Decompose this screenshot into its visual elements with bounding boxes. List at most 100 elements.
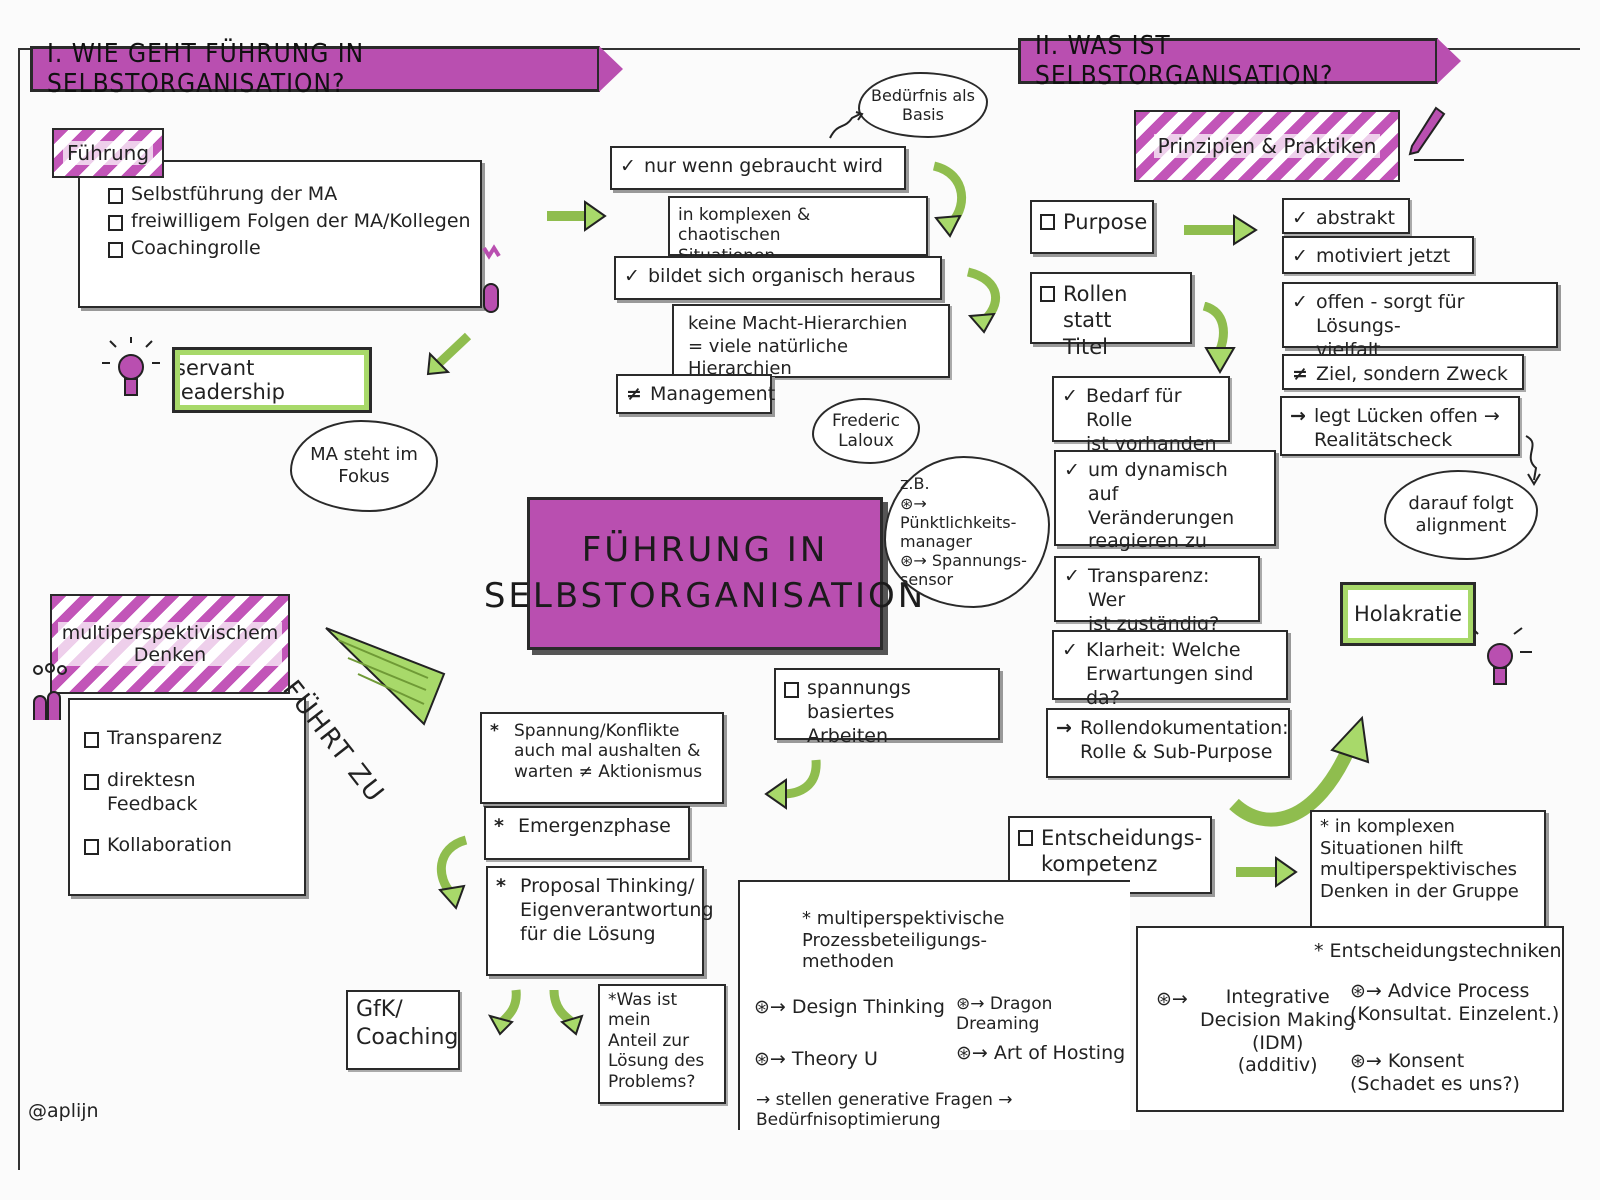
purpose-item-text: abstrakt — [1316, 207, 1395, 229]
methode-item: ⊛→ Dragon Dreaming — [956, 994, 1053, 1035]
squiggle-arrow-icon — [829, 111, 864, 139]
fuehrung-item-text: Coachingrolle — [131, 236, 261, 259]
techniken-title: * Entscheidungstechniken — [1314, 940, 1562, 962]
fuehrung-label-text: Führung — [62, 141, 154, 165]
multi-label: multiperspektivischem Denken — [50, 594, 290, 694]
purpose-item-text: legt Lücken offen → Realitätscheck — [1314, 405, 1500, 451]
center-title-line1: FÜHRUNG IN — [581, 529, 829, 570]
arrow-down-left-icon — [426, 332, 472, 376]
pen-icon — [1408, 106, 1464, 161]
entscheidung-text: Entscheidungs- kompetenz — [1041, 826, 1203, 877]
cloud-ma-fokus: MA steht im Fokus — [290, 420, 438, 512]
purpose-item: →legt Lücken offen → Realitätscheck — [1280, 396, 1520, 456]
konsent-text: Konsent (Schadet es uns?) — [1350, 1050, 1520, 1095]
title-left: I. WIE GEHT FÜHRUNG IN SELBSTORGANISATIO… — [47, 39, 365, 99]
curved-arrow-left-icon — [764, 759, 821, 810]
big-curved-arrow-icon — [1229, 715, 1370, 827]
mid-item-text: keine Macht-Hierarchien = viele natürlic… — [688, 313, 908, 379]
arrow-right-icon — [1184, 214, 1258, 246]
anteil-text: *Was ist mein Anteil zur Lösung des Prob… — [608, 990, 705, 1092]
methode-item: ⊛→ Design Thinking — [754, 996, 945, 1018]
page-frame — [18, 48, 1580, 1170]
magnet-icon — [482, 244, 501, 313]
curved-arrow-icon — [436, 835, 468, 910]
fuehrung-box: Selbstführung der MA freiwilligem Folgen… — [78, 160, 482, 308]
mid-item-box: ✓nur wenn gebraucht wird — [610, 146, 906, 190]
fuehrung-label: Führung — [52, 128, 164, 178]
rollen-item: ✓Klarheit: Welche Erwartungen sind da? — [1052, 630, 1288, 709]
holakratie-box: Holakratie — [1340, 582, 1476, 646]
purpose-item: ✓ motiviert jetzt — [1282, 236, 1474, 274]
gfk-text: GfK/ Coaching — [356, 997, 459, 1050]
mid-item-box: in komplexen & chaotischen Situationen- — [668, 196, 928, 266]
anteil-box: *Was ist mein Anteil zur Lösung des Prob… — [598, 984, 726, 1104]
rollen-item: ✓ Bedarf für Rolle ist vorhanden — [1052, 376, 1230, 455]
methode-text: Dragon Dreaming — [956, 994, 1053, 1035]
not-equal-icon: ≠ — [1292, 363, 1308, 385]
idm-arrow-icon: ⊛→ — [1156, 988, 1188, 1010]
curved-arrow-icon — [549, 989, 584, 1036]
purpose-text: Purpose — [1063, 210, 1148, 234]
lightbulb-icon — [102, 337, 160, 396]
arrow-right-icon — [547, 200, 607, 232]
purpose-item-text: motiviert jetzt — [1316, 245, 1451, 267]
rollen-item: ✓Transparenz: Wer ist zuständig? — [1054, 556, 1260, 635]
star-item-box: *Spannung/Konflikte auch mal aushalten &… — [480, 712, 724, 804]
methode-item: ⊛→ Art of Hosting — [956, 1042, 1126, 1064]
mid-item-text: bildet sich organisch heraus — [648, 265, 916, 287]
rollen-item-text: Bedarf für Rolle ist vorhanden — [1086, 385, 1217, 455]
mid-item-text: Management — [650, 383, 776, 405]
checkbox-icon — [1018, 830, 1033, 846]
multi-item: Transparenz — [84, 727, 290, 751]
rollen-item-text: Rollendokumentation: Rolle & Sub-Purpose — [1080, 717, 1289, 763]
cloud-zb-text: z.B. ⊛→ Pünktlichkeits- manager ⊛→ Spann… — [900, 474, 1027, 590]
purpose-item: ✓offen - sorgt für Lösungs- vielfalt — [1282, 282, 1558, 361]
star-item-text: Spannung/Konflikte auch mal aushalten & … — [514, 721, 703, 782]
purpose-item: ≠ Ziel, sondern Zweck — [1282, 354, 1524, 390]
rollen-item-text: Transparenz: Wer ist zuständig? — [1088, 565, 1220, 635]
checkbox-icon — [84, 732, 99, 748]
purpose-item-text: Ziel, sondern Zweck — [1316, 363, 1508, 385]
center-title-line2: SELBSTORGANISATION — [483, 575, 927, 616]
cloud-ma-text: MA steht im Fokus — [310, 444, 418, 487]
people-icon — [33, 663, 67, 720]
arrow-right-icon — [1236, 856, 1298, 888]
holakratie-text: Holakratie — [1354, 602, 1462, 626]
check-icon: ✓ — [1292, 245, 1308, 267]
rollen-box: Rollen statt Titel — [1030, 272, 1192, 359]
cloud-laloux: Frederic Laloux — [812, 398, 920, 464]
rollen-text: Rollen statt Titel — [1063, 282, 1128, 359]
curved-arrow-icon — [932, 161, 967, 238]
rollen-item-text: Klarheit: Welche Erwartungen sind da? — [1086, 639, 1254, 709]
cloud-alignment-text: darauf folgt alignment — [1408, 493, 1514, 536]
checkbox-icon — [784, 682, 799, 698]
servant-leadership-text: servant leadership — [175, 356, 285, 404]
cloud-beduerfnis-text: Bedürfnis als Basis — [871, 85, 975, 124]
multi-item: Kollaboration — [84, 834, 290, 858]
cloud-laloux-text: Frederic Laloux — [832, 410, 900, 451]
center-title: FÜHRUNG IN SELBSTORGANISATION — [484, 497, 923, 650]
checkbox-icon — [108, 188, 123, 204]
title-right: II. WAS IST SELBSTORGANISATION? — [1035, 31, 1334, 91]
checkbox-icon — [84, 773, 99, 790]
komplex-text: * in komplexen Situationen hilft multipe… — [1320, 816, 1519, 902]
methode-item: ⊛→ Theory U — [754, 1048, 878, 1070]
checkbox-icon — [1040, 214, 1055, 230]
servant-leadership-box: servant leadership — [172, 347, 372, 413]
lightbulb-icon — [1473, 627, 1532, 685]
big-arrow-left-icon — [325, 627, 446, 726]
purpose-item: ✓abstrakt — [1282, 198, 1410, 234]
star-item-box: *Proposal Thinking/ Eigenverantwortung f… — [486, 866, 714, 976]
mid-item-box: ✓bildet sich organisch heraus — [614, 256, 942, 300]
advice-item: ⊛→ Advice Process (Konsultat. Einzelent.… — [1350, 980, 1560, 1025]
check-icon: ✓ — [1292, 291, 1308, 313]
rollen-item: →Rollendokumentation: Rolle & Sub-Purpos… — [1046, 708, 1290, 778]
checkbox-icon — [1040, 286, 1055, 302]
methode-text: Art of Hosting — [993, 1042, 1126, 1064]
title-banner-right: II. WAS IST SELBSTORGANISATION? — [1018, 31, 1461, 91]
curved-arrow-icon — [488, 989, 521, 1036]
curved-arrow-down-icon — [1202, 302, 1236, 374]
komplex-box: * in komplexen Situationen hilft multipe… — [1310, 810, 1546, 928]
gfk-box: GfK/ Coaching — [346, 990, 460, 1070]
check-icon: ✓ — [1062, 385, 1078, 407]
